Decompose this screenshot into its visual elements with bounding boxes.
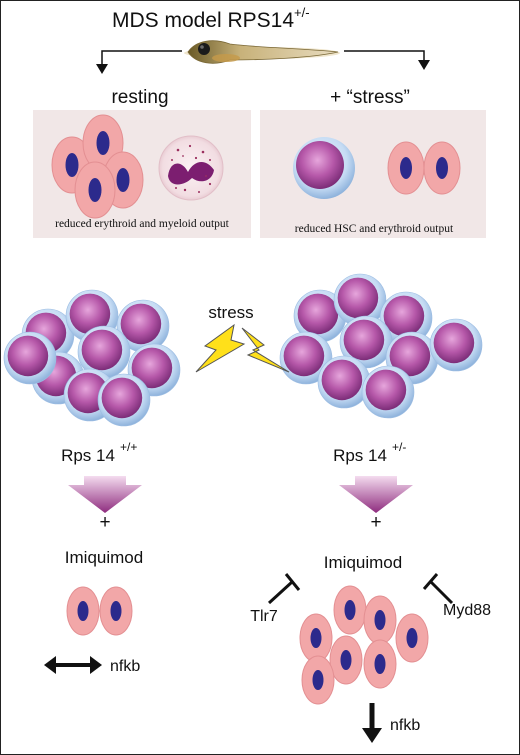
imiquimod-label-mutant: Imiquimod <box>324 553 402 572</box>
erythroid-cell <box>329 635 363 685</box>
erythroid-cell <box>387 141 425 195</box>
down-arrow-icon <box>362 703 382 743</box>
nfkb-label-wildtype: nfkb <box>110 658 140 675</box>
header-title: MDS model RPS14 <box>112 9 294 32</box>
down-arrow-mutant <box>339 476 413 513</box>
stress-panel: reduced HSC and erythroid output <box>260 110 486 238</box>
plus-sign-mutant: + <box>370 512 381 533</box>
genotype-wildtype-superscript: +/+ <box>120 440 137 454</box>
genotype-mutant-superscript: +/- <box>392 440 406 454</box>
stem-cell <box>116 299 170 353</box>
stem-cell <box>361 365 415 419</box>
stem-cell <box>379 291 433 345</box>
stress-title: + “stress” <box>330 87 410 108</box>
resting-panel: reduced erythroid and myeloid output <box>33 110 251 238</box>
stress-label: stress <box>208 303 253 322</box>
erythroid-cell <box>301 655 335 705</box>
nfkb-label-mutant: nfkb <box>390 717 420 734</box>
left-branch-arrow <box>96 50 182 74</box>
stress-caption: reduced HSC and erythroid output <box>295 223 454 235</box>
erythroid-cell <box>363 639 397 689</box>
erythroid-cell <box>395 613 429 663</box>
erythroid-cell <box>333 585 367 635</box>
myd88-label: Myd88 <box>443 602 491 619</box>
stem-cell <box>279 331 333 385</box>
stem-cell <box>317 355 371 409</box>
inhibition-symbol-right-icon <box>422 573 454 605</box>
stem-cell <box>293 137 355 199</box>
resting-caption: reduced erythroid and myeloid output <box>55 218 230 230</box>
mutant-branch: Rps 14 +/- + Imiquimod Tlr7 Myd88 nfkb <box>250 440 491 743</box>
genotype-mutant-label: Rps 14 <box>333 446 387 465</box>
tlr7-label: Tlr7 <box>250 608 278 625</box>
erythroid-cell-cluster <box>51 114 144 219</box>
stem-cell <box>339 315 393 369</box>
resting-title: resting <box>111 87 168 108</box>
genotype-wildtype-label: Rps 14 <box>61 446 115 465</box>
erythroid-cell <box>299 613 333 663</box>
stem-cell <box>293 289 347 343</box>
header-title-superscript: +/- <box>294 5 310 20</box>
lightning-bolt-right-icon <box>241 327 290 373</box>
down-arrow-wildtype <box>68 476 142 513</box>
erythroid-cell <box>363 595 397 645</box>
lightning-bolt-left-icon <box>195 323 246 373</box>
wildtype-branch: Rps 14 +/+ + Imiquimod nfkb <box>44 440 143 675</box>
erythroid-cell-expansion <box>299 585 429 705</box>
stem-cell <box>97 373 151 427</box>
stem-cell <box>127 343 181 397</box>
stem-cell <box>429 318 483 372</box>
imiquimod-label-wildtype: Imiquimod <box>65 548 143 567</box>
stem-cell <box>333 273 387 327</box>
stem-cell <box>3 331 57 385</box>
neutrophil-cell <box>158 135 224 201</box>
erythroid-cell <box>99 586 133 636</box>
inhibition-symbol-left-icon <box>267 573 301 605</box>
zebrafish-larva-illustration <box>184 40 340 64</box>
stem-cell-cluster-left <box>3 289 181 427</box>
stem-cell <box>77 325 131 379</box>
right-branch-arrow <box>344 50 430 70</box>
erythroid-cell <box>66 586 100 636</box>
erythroid-cell <box>423 141 461 195</box>
plus-sign-wildtype: + <box>99 512 110 533</box>
double-headed-arrow-icon <box>44 656 102 674</box>
stem-cell-cluster-right <box>279 273 483 419</box>
erythroid-cell <box>74 161 116 219</box>
